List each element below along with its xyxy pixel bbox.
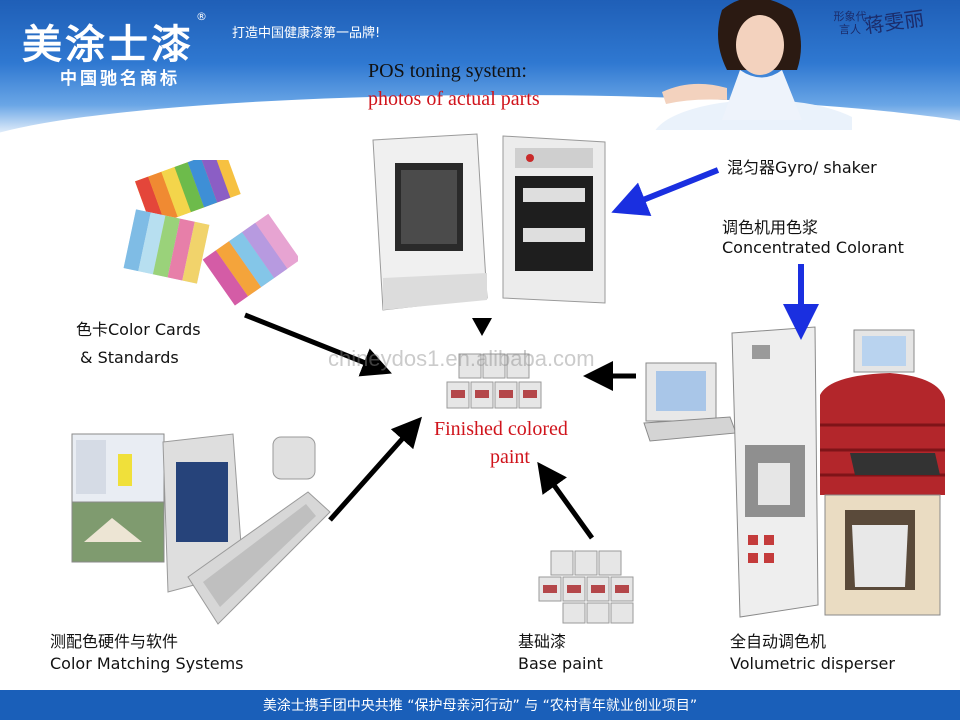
base-paint-label-en: Base paint	[518, 654, 603, 673]
arrow-base-to-paint	[537, 461, 595, 540]
base-paint-cans-photo	[538, 550, 634, 624]
dispenser-label-cn: 全自动调色机	[730, 632, 827, 651]
footer-text: 美涂士携手团中央共推 “保护母亲河行动” 与 “农村青年就业创业项目”	[262, 698, 698, 714]
base-paint-label-cn: 基础漆	[518, 632, 567, 651]
spokesperson-photo	[655, 0, 852, 130]
header-banner: 美涂士漆 ® 中国驰名商标 打造中国健康漆第一品牌! 形象代言人 蒋雯丽	[0, 0, 960, 140]
arrow-shaker-to-paint	[472, 318, 492, 336]
brand-slogan: 打造中国健康漆第一品牌!	[232, 26, 381, 41]
gyro-shaker-photo	[372, 133, 606, 311]
dispenser-label-en: Volumetric disperser	[730, 654, 895, 673]
arrow-matching-to-paint	[328, 416, 422, 522]
matching-label-en: Color Matching Systems	[50, 654, 244, 673]
color-cards-label: 色卡Color Cards	[76, 320, 201, 339]
colorant-label-en: Concentrated Colorant	[722, 238, 904, 257]
arrow-cards-to-paint	[244, 312, 392, 377]
footer-banner: 美涂士携手团中央共推 “保护母亲河行动” 与 “农村青年就业创业项目”	[0, 690, 960, 720]
spokesperson-caption: 形象代言人	[833, 10, 867, 36]
color-matching-system-photo	[71, 433, 331, 625]
finished-paint-cans-photo	[446, 353, 542, 409]
volumetric-dispenser-photo	[643, 326, 945, 618]
registered-mark: ®	[196, 10, 207, 23]
colorant-label-cn: 调色机用色浆	[722, 218, 819, 237]
watermark: chineydos1.en.alibaba.com	[328, 346, 595, 371]
shaker-label: 混匀器Gyro/ shaker	[727, 158, 877, 177]
color-cards-photo	[123, 160, 298, 306]
diagram-subtitle: photos of actual parts	[368, 88, 540, 110]
standards-label: & Standards	[80, 348, 179, 367]
diagram-title: POS toning system:	[368, 60, 527, 82]
arrow-to-shaker	[611, 167, 720, 217]
finished-paint-label-2: paint	[490, 446, 530, 468]
brand-subtitle: 中国驰名商标	[60, 69, 180, 89]
brand-logo: 美涂士漆	[22, 22, 194, 68]
matching-label-cn: 测配色硬件与软件	[50, 632, 179, 651]
finished-paint-label: Finished colored	[434, 418, 568, 440]
